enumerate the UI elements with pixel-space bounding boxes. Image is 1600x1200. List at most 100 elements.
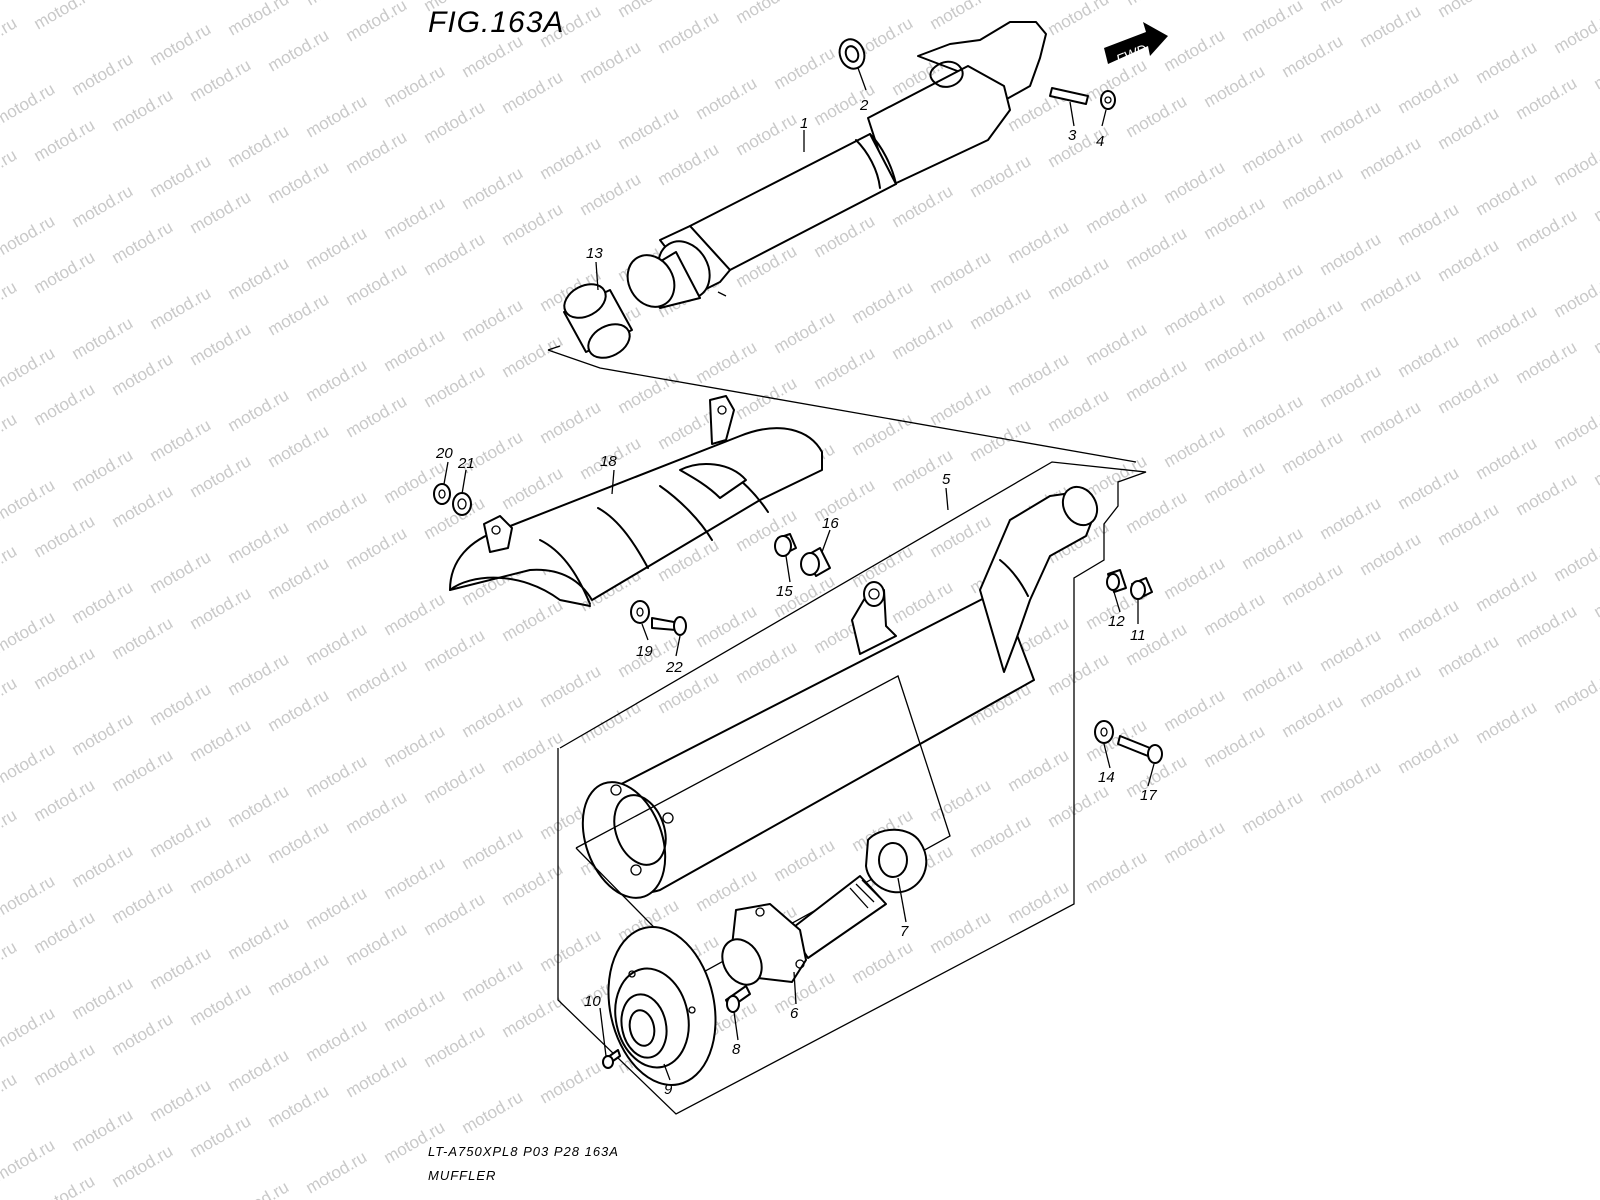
watermark-text: motod.ru	[733, 109, 801, 159]
watermark-text: motod.ru	[0, 211, 58, 261]
watermark-text: motod.ru	[811, 343, 879, 393]
watermark-text: motod.ru	[225, 649, 293, 699]
watermark-text: motod.ru	[303, 487, 371, 537]
watermark-text: motod.ru	[499, 331, 567, 381]
watermark-text: motod.ru	[459, 823, 527, 873]
watermark-text: motod.ru	[303, 1015, 371, 1065]
watermark-text: motod.ru	[1591, 439, 1600, 489]
watermark-text: motod.ru	[499, 991, 567, 1041]
watermark-text: motod.ru	[1083, 847, 1151, 897]
watermark-text: motod.ru	[1005, 349, 1073, 399]
watermark-text: motod.ru	[343, 127, 411, 177]
watermark-text: motod.ru	[1317, 625, 1385, 675]
watermark-text: motod.ru	[967, 811, 1035, 861]
watermark-text: motod.ru	[69, 445, 137, 495]
watermark-text: motod.ru	[381, 193, 449, 243]
watermark-text: motod.ru	[1395, 331, 1463, 381]
watermark-text: motod.ru	[187, 1111, 255, 1161]
watermark-text: motod.ru	[1045, 781, 1113, 831]
watermark-text: motod.ru	[459, 163, 527, 213]
watermark-text: motod.ru	[1123, 91, 1191, 141]
watermark-text: motod.ru	[265, 553, 333, 603]
watermark-text: motod.ru	[381, 325, 449, 375]
watermark-text: motod.ru	[343, 919, 411, 969]
watermark-text: motod.ru	[459, 1087, 527, 1137]
callout-22: 22	[665, 659, 683, 676]
watermark-text: motod.ru	[187, 715, 255, 765]
screw-part	[602, 985, 751, 1069]
watermark-text: motod.ru	[343, 259, 411, 309]
figure-title: FIG.163A	[428, 6, 565, 39]
watermark-text: motod.ru	[225, 1177, 293, 1200]
watermark-text: motod.ru	[303, 751, 371, 801]
watermark-text: motod.ru	[1513, 601, 1581, 651]
watermark-text: motod.ru	[1591, 175, 1600, 225]
watermark-text: motod.ru	[615, 103, 683, 153]
watermark-text: motod.ru	[499, 727, 567, 777]
watermark-text: motod.ru	[1473, 565, 1541, 615]
watermark-text: motod.ru	[459, 295, 527, 345]
watermark-text: motod.ru	[0, 475, 58, 525]
watermark-text: motod.ru	[1161, 685, 1229, 735]
callout-labels: 1 2 3 4 5 6 7 8 9 10 11 12 13 14 15 16 1…	[435, 97, 1157, 1098]
gasket-part	[865, 828, 928, 894]
watermark-text: motod.ru	[1357, 133, 1425, 183]
watermark-text: motod.ru	[421, 1021, 489, 1071]
watermark-text: motod.ru	[615, 367, 683, 417]
watermark-text: motod.ru	[0, 1135, 58, 1185]
callout-9: 9	[664, 1081, 673, 1098]
watermark-text: motod.ru	[225, 253, 293, 303]
watermark-text: motod.ru	[967, 151, 1035, 201]
watermark-text: motod.ru	[1473, 697, 1541, 747]
watermark-text: motod.ru	[1201, 193, 1269, 243]
watermark-text: motod.ru	[1551, 667, 1600, 717]
callout-17: 17	[1140, 787, 1157, 804]
watermark-text: motod.ru	[421, 889, 489, 939]
watermark-text: motod.ru	[927, 0, 995, 33]
watermark-text: motod.ru	[0, 805, 20, 855]
watermark-text: motod.ru	[0, 13, 20, 63]
watermark-text: motod.ru	[0, 541, 20, 591]
watermark-text: motod.ru	[381, 721, 449, 771]
watermark-text: motod.ru	[147, 1075, 215, 1125]
callout-16: 16	[822, 515, 839, 532]
callout-13: 13	[586, 245, 603, 262]
watermark-text: motod.ru	[849, 277, 917, 327]
watermark-text: motod.ru	[225, 517, 293, 567]
watermark-text: motod.ru	[31, 907, 99, 957]
watermark-text: motod.ru	[147, 19, 215, 69]
watermark-text: motod.ru	[69, 841, 137, 891]
watermark-text: motod.ru	[265, 949, 333, 999]
watermark-text: motod.ru	[109, 85, 177, 135]
watermark-text: motod.ru	[225, 385, 293, 435]
watermark-text: motod.ru	[303, 1147, 371, 1197]
watermark-text: motod.ru	[577, 37, 645, 87]
watermark-text: motod.ru	[1317, 493, 1385, 543]
watermark-text: motod.ru	[0, 739, 58, 789]
mount-bolt-part	[1106, 569, 1153, 600]
watermark-text: motod.ru	[967, 415, 1035, 465]
watermark-text: motod.ru	[1083, 55, 1151, 105]
watermark-text: motod.ru	[109, 745, 177, 795]
watermark-text: motod.ru	[225, 1045, 293, 1095]
section-name: MUFFLER	[428, 1168, 497, 1183]
watermark-text: motod.ru	[31, 0, 99, 33]
watermark-text: motod.ru	[1239, 391, 1307, 441]
watermark-text: motod.ru	[1395, 595, 1463, 645]
watermark-text: motod.ru	[771, 43, 839, 93]
watermark-text: motod.ru	[187, 55, 255, 105]
watermark-text: motod.ru	[187, 847, 255, 897]
watermark-text: motod.ru	[31, 643, 99, 693]
watermark-text: motod.ru	[69, 973, 137, 1023]
watermark-text: motod.ru	[1435, 499, 1503, 549]
watermark-text: motod.ru	[1239, 787, 1307, 837]
watermark-text: motod.ru	[1551, 7, 1600, 57]
watermark-text: motod.ru	[265, 157, 333, 207]
watermark-text: motod.ru	[1317, 361, 1385, 411]
watermark-text: motod.ru	[1317, 97, 1385, 147]
watermark-text: motod.ru	[1161, 421, 1229, 471]
watermark-text: motod.ru	[187, 319, 255, 369]
watermark-text: motod.ru	[147, 151, 215, 201]
watermark-text: motod.ru	[1395, 727, 1463, 777]
watermark-text: motod.ru	[265, 1081, 333, 1131]
